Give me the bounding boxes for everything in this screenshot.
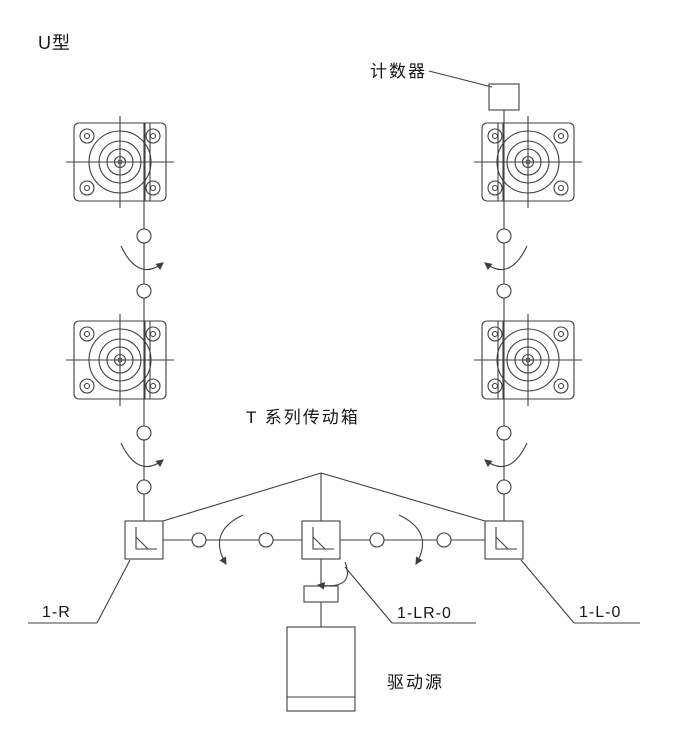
coupling: [496, 228, 512, 244]
rotation-arrow-bottom-left: [218, 514, 244, 565]
coupling: [136, 283, 152, 299]
coupling: [496, 283, 512, 299]
coupling: [369, 532, 385, 548]
rotation-arrow-left-lower: [120, 442, 164, 468]
coupling: [136, 228, 152, 244]
coupling: [136, 425, 152, 441]
t-gearbox-left: [124, 520, 164, 560]
counter-box: [488, 83, 520, 111]
rotation-arrows: [120, 245, 528, 590]
diagram-title: U型: [38, 33, 71, 53]
coupling: [258, 532, 274, 548]
gearbox-left-bottom: [65, 313, 175, 407]
text-labels: U型 计数器 T 系列传动箱 1-R 1-LR-0 1-L-0 驱动源: [38, 33, 621, 692]
leader-lines: [28, 70, 640, 624]
drive-source-label: 驱动源: [387, 673, 444, 692]
gearbox-left-top: [65, 115, 175, 209]
counter-label: 计数器: [370, 62, 427, 81]
center-unit-label: 1-LR-0: [397, 605, 452, 622]
t-series-leader-left: [162, 472, 322, 522]
coupling: [191, 532, 207, 548]
diagram-root: U型 计数器 T 系列传动箱 1-R 1-LR-0 1-L-0 驱动源: [28, 33, 640, 712]
t-series-label: T 系列传动箱: [246, 408, 360, 427]
motor-body: [286, 626, 356, 712]
couplings: [136, 228, 512, 603]
t-series-leader-right: [320, 472, 486, 522]
t-gearbox-center: [301, 520, 341, 560]
t-gearbox-right: [484, 520, 524, 560]
coupling: [496, 425, 512, 441]
motor: [286, 626, 356, 712]
left-unit-label: 1-R: [42, 604, 71, 621]
motor-coupling: [303, 585, 339, 603]
rotation-arrow-left-upper: [120, 245, 164, 271]
callout-1r-leader: [96, 559, 131, 624]
gearbox-right-top: [473, 115, 583, 209]
coupling: [496, 479, 512, 495]
right-unit-label: 1-L-0: [579, 604, 621, 621]
counter-leader: [428, 70, 493, 88]
callout-1l0-leader: [520, 559, 575, 624]
rotation-arrow-motor: [316, 561, 348, 590]
coupling: [136, 479, 152, 495]
rotation-arrow-bottom-right: [398, 514, 424, 565]
rotation-arrow-right-upper: [484, 245, 528, 271]
coupling: [436, 532, 452, 548]
rotation-arrow-right-lower: [484, 442, 528, 468]
callout-1lr0-leader: [344, 566, 393, 624]
gearbox-right-bottom: [473, 313, 583, 407]
